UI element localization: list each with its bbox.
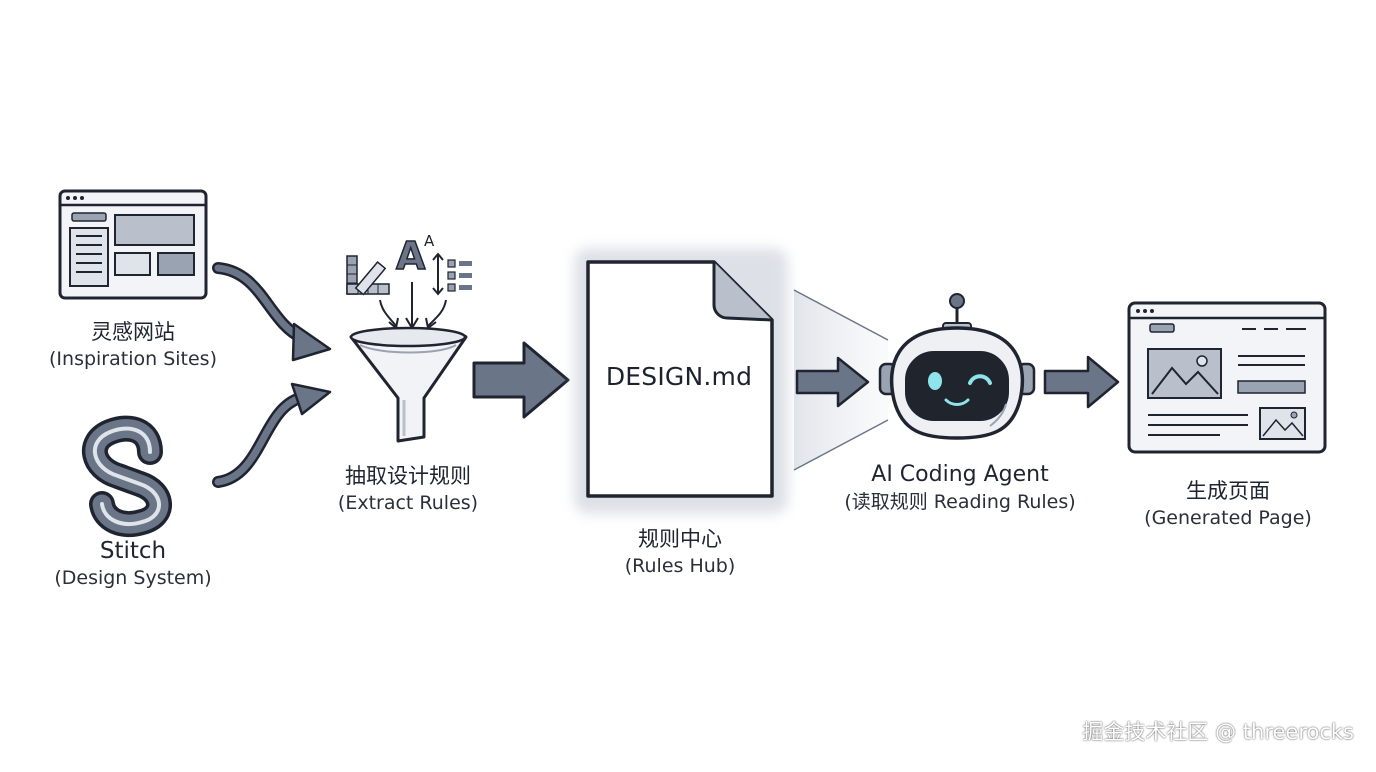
robot-icon (878, 293, 1036, 440)
list-icon (447, 259, 472, 292)
node-hub-title: 规则中心 (637, 527, 722, 551)
node-agent-title: AI Coding Agent (871, 462, 1049, 487)
inputs-into-funnel-arrows (379, 282, 447, 330)
node-inspiration-subtitle: (Inspiration Sites) (49, 348, 217, 370)
node-inspiration-label: 灵感网站 (Inspiration Sites) (49, 318, 217, 372)
arrow-agent-to-output (1043, 355, 1120, 409)
arrow-extract-to-hub (472, 341, 570, 419)
arrow-hub-to-agent (795, 356, 870, 408)
node-stitch-subtitle: (Design System) (54, 567, 212, 589)
node-extract-label: 抽取设计规则 (Extract Rules) (338, 462, 478, 516)
node-output-subtitle: (Generated Page) (1144, 507, 1312, 529)
node-inspiration-title: 灵感网站 (90, 320, 175, 344)
font-big-glyph: A (396, 234, 426, 278)
node-hub-subtitle: (Rules Hub) (624, 555, 736, 577)
generated-page-icon (1127, 301, 1327, 454)
node-agent-subtitle: (读取规则 Reading Rules) (844, 491, 1076, 513)
node-agent-label: AI Coding Agent (读取规则 Reading Rules) (844, 461, 1075, 515)
funnel-icon (349, 326, 468, 443)
document-title: DESIGN.md (605, 362, 753, 391)
font-size-icon: A A (395, 232, 444, 296)
node-extract-title: 抽取设计规则 (344, 464, 471, 488)
arrow-inspiration-to-extract (212, 262, 332, 362)
node-stitch-label: Stitch (Design System) (54, 537, 211, 591)
arrow-stitch-to-extract (212, 382, 332, 488)
font-small-glyph: A (424, 232, 435, 250)
watermark-text: 掘金技术社区 @ threerocks (1082, 720, 1354, 744)
node-extract-subtitle: (Extract Rules) (337, 492, 479, 514)
node-hub-label: 规则中心 (Rules Hub) (625, 525, 736, 579)
stitch-logo-icon (82, 415, 172, 537)
node-output-label: 生成页面 (Generated Page) (1144, 477, 1312, 531)
node-stitch-title: Stitch (99, 538, 167, 564)
browser-window-icon (58, 189, 208, 300)
color-swatch-icon (346, 255, 390, 296)
document-icon (574, 248, 788, 514)
node-output-title: 生成页面 (1185, 479, 1270, 503)
